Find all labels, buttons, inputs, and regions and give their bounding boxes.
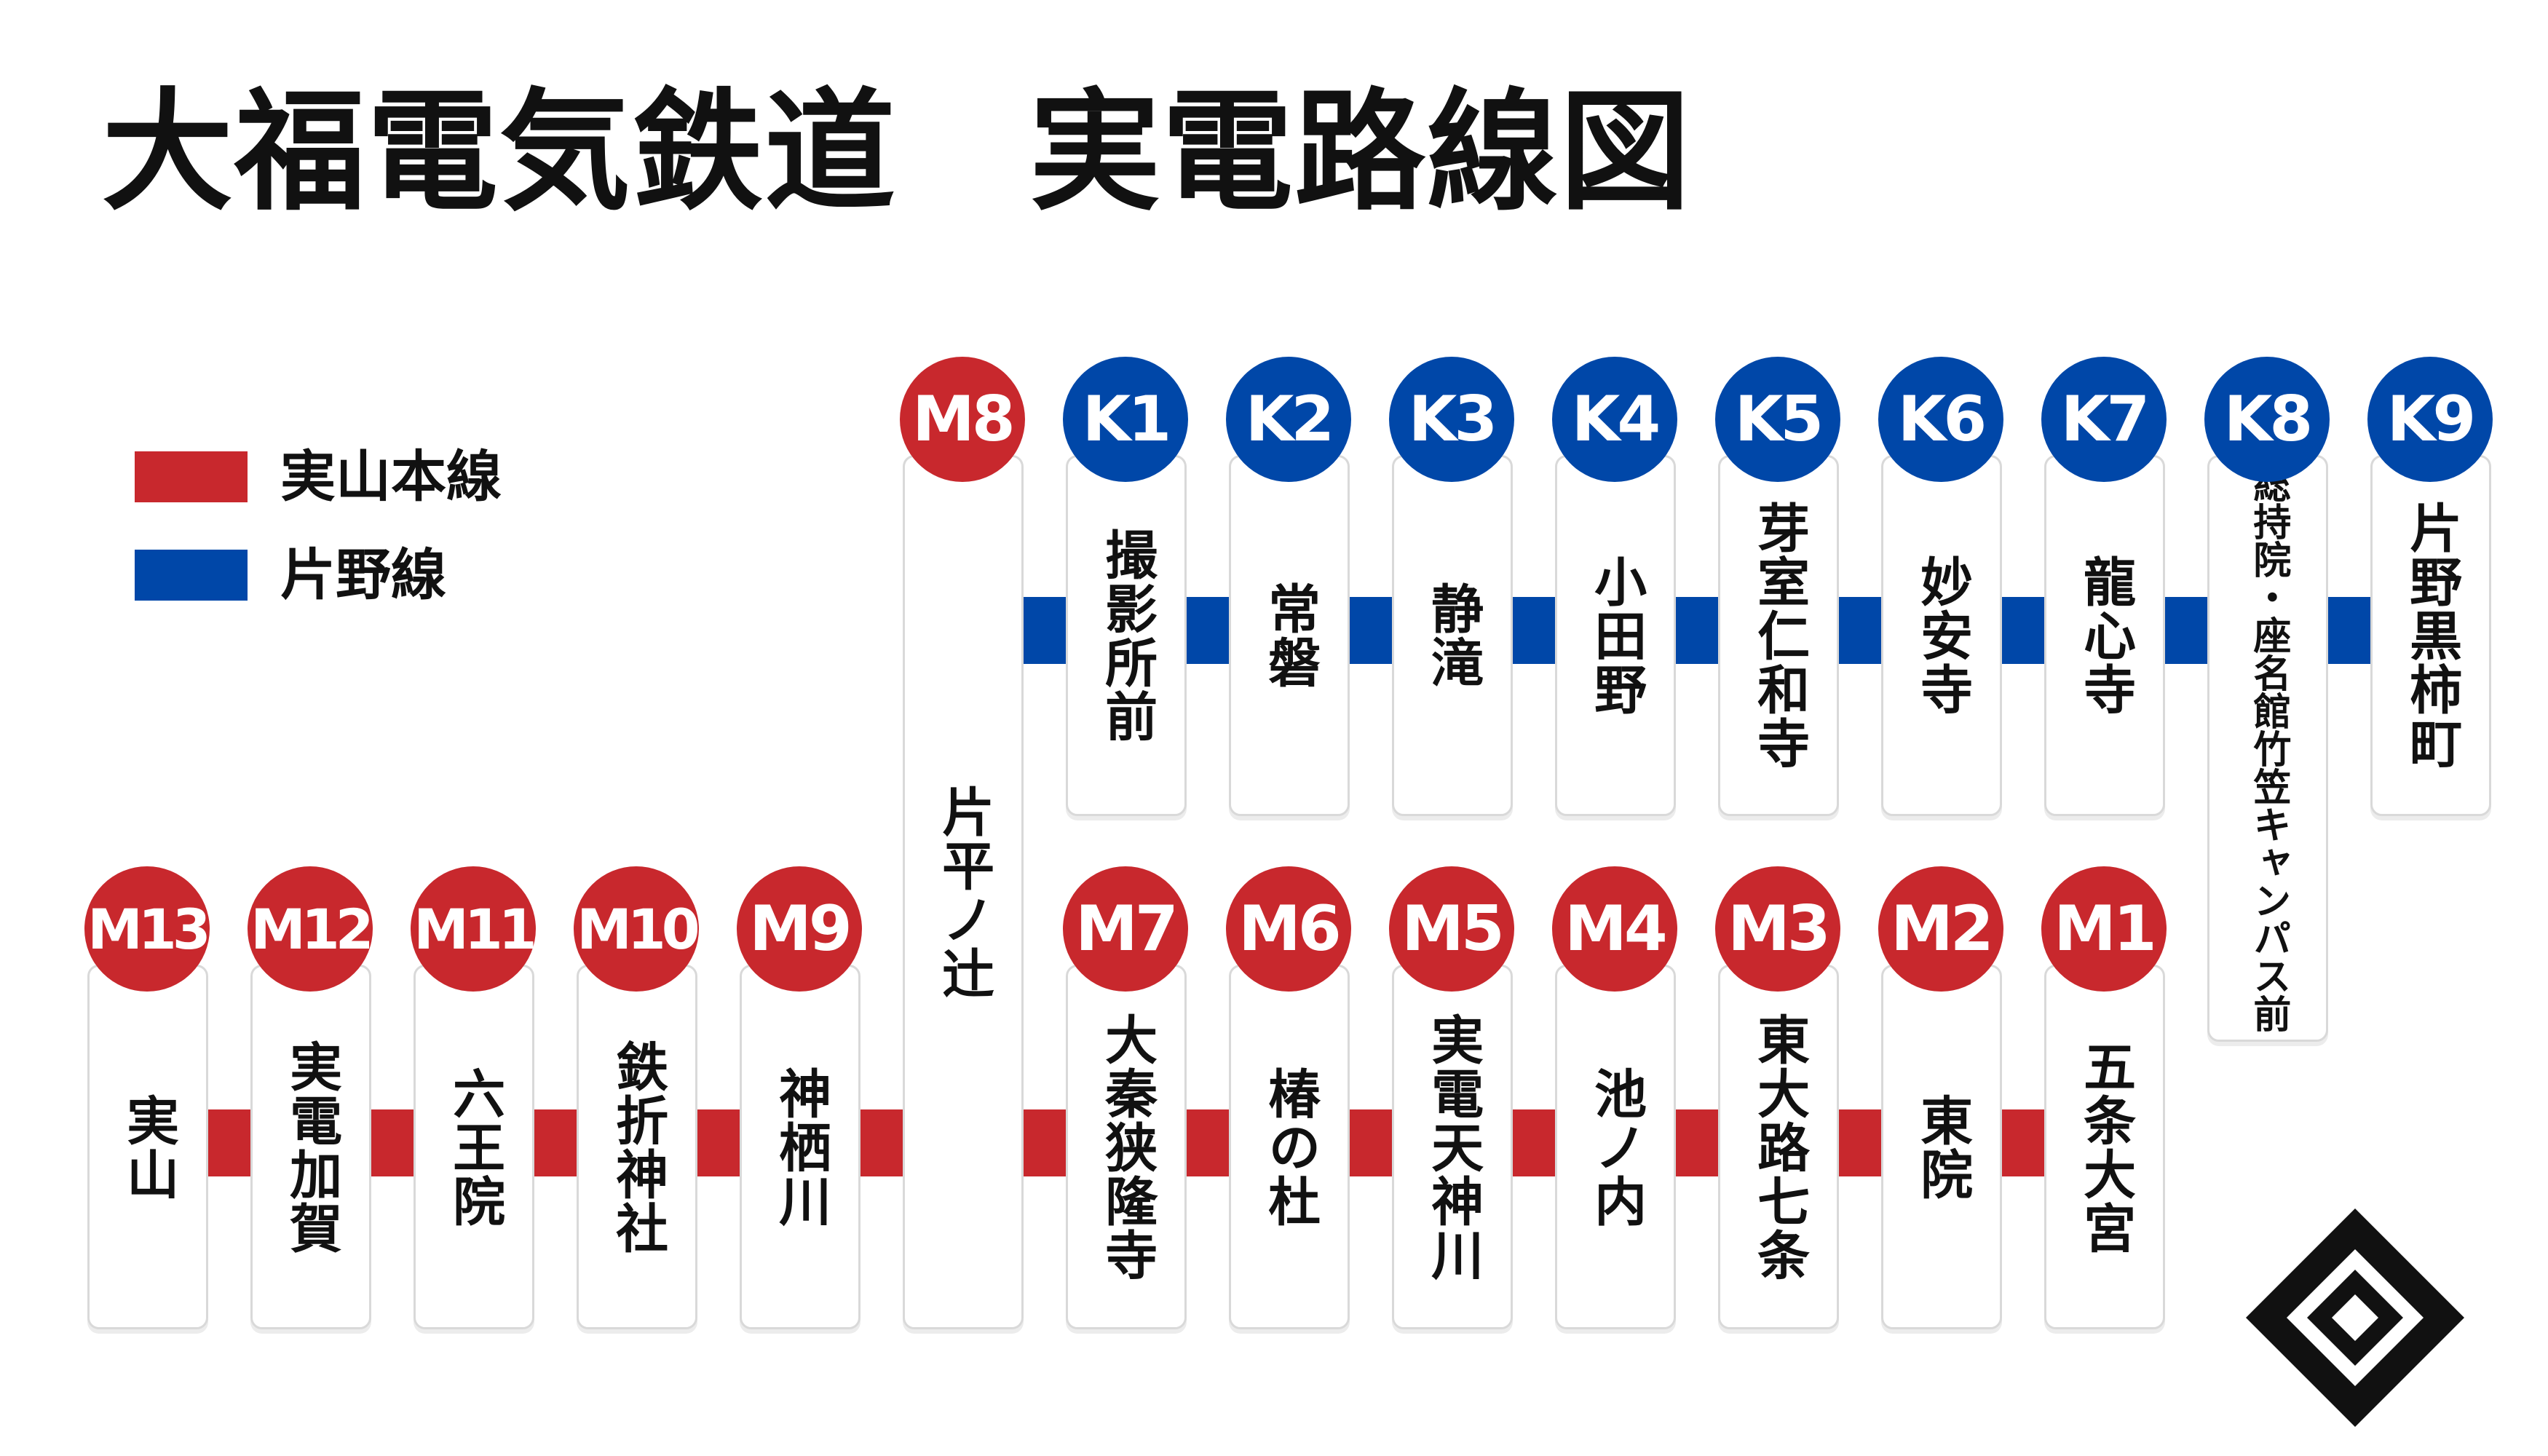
station-card: 大秦狭隆寺 <box>1066 965 1187 1329</box>
katano-line-track <box>961 597 2429 664</box>
station-card: 静滝 <box>1392 455 1513 816</box>
station-card: 椿の杜 <box>1229 965 1350 1329</box>
station-name: 鉄折神社 <box>606 1039 668 1255</box>
station-name: 常磐 <box>1259 582 1321 689</box>
station-number-badge: M8 <box>900 357 1025 482</box>
legend-swatch-red <box>135 451 248 502</box>
station-number-badge: M4 <box>1552 866 1677 992</box>
station-number-badge: M2 <box>1878 866 2003 992</box>
station-name: 実電天神川 <box>1422 1012 1484 1282</box>
station-card: 東院 <box>1881 965 2002 1329</box>
station-number-badge: M10 <box>574 866 700 992</box>
station-number-badge: M5 <box>1389 866 1514 992</box>
station-name: 東院 <box>1911 1093 1973 1201</box>
station-number-badge: M3 <box>1715 866 1840 992</box>
station-name: 総持院・座名館竹笠キャンパス前 <box>2246 464 2290 1032</box>
station-card: 撮影所前 <box>1066 455 1187 816</box>
station-number-badge: K7 <box>2041 357 2167 482</box>
station-card: 片野黒柿町 <box>2370 455 2491 816</box>
company-logo-icon <box>2246 1208 2464 1427</box>
station-number-badge: M9 <box>737 866 862 992</box>
station-card: 六王院 <box>414 965 534 1329</box>
legend-label: 実山本線 <box>280 444 502 509</box>
page-title: 大福電気鉄道 実電路線図 <box>102 76 1693 229</box>
station-card: 東大路七条 <box>1718 965 1839 1329</box>
station-number-badge: K9 <box>2367 357 2493 482</box>
station-card: 妙安寺 <box>1881 455 2002 816</box>
station-name: 片平ノ辻 <box>933 784 994 1000</box>
station-number-badge: K3 <box>1389 357 1514 482</box>
station-card: 片平ノ辻 <box>903 455 1024 1329</box>
station-number-badge: K1 <box>1063 357 1188 482</box>
station-card: 五条大宮 <box>2044 965 2165 1329</box>
station-card: 実電天神川 <box>1392 965 1513 1329</box>
station-card: 総持院・座名館竹笠キャンパス前 <box>2207 455 2328 1042</box>
station-number-badge: K5 <box>1715 357 1840 482</box>
station-number-badge: M12 <box>248 866 374 992</box>
station-number-badge: K2 <box>1226 357 1351 482</box>
station-card: 芽室仁和寺 <box>1718 455 1839 816</box>
legend-swatch-blue <box>135 550 248 601</box>
station-name: 椿の杜 <box>1259 1066 1321 1228</box>
station-name: 実電加賀 <box>280 1039 342 1255</box>
station-name: 大秦狭隆寺 <box>1096 1012 1158 1282</box>
station-card: 鉄折神社 <box>577 965 697 1329</box>
station-card: 常磐 <box>1229 455 1350 816</box>
station-name: 静滝 <box>1422 582 1484 689</box>
station-name: 妙安寺 <box>1911 555 1973 716</box>
station-name: 六王院 <box>443 1066 505 1228</box>
station-card: 池ノ内 <box>1555 965 1676 1329</box>
station-name: 東大路七条 <box>1748 1012 1810 1282</box>
station-number-badge: K6 <box>1878 357 2003 482</box>
station-name: 五条大宮 <box>2074 1039 2136 1255</box>
station-number-badge: M7 <box>1063 866 1188 992</box>
station-name: 片野黒柿町 <box>2400 501 2462 770</box>
station-name: 撮影所前 <box>1096 528 1158 743</box>
station-name: 芽室仁和寺 <box>1748 501 1810 770</box>
station-card: 実電加賀 <box>250 965 371 1329</box>
station-name: 実山 <box>117 1093 179 1201</box>
station-number-badge: M6 <box>1226 866 1351 992</box>
station-name: 小田野 <box>1585 555 1647 716</box>
station-name: 池ノ内 <box>1585 1066 1647 1228</box>
station-number-badge: M11 <box>411 866 537 992</box>
station-number-badge: M1 <box>2041 866 2167 992</box>
station-card: 小田野 <box>1555 455 1676 816</box>
station-name: 龍心寺 <box>2074 555 2136 716</box>
station-name: 神栖川 <box>769 1066 831 1228</box>
legend-label: 片野線 <box>280 542 446 607</box>
station-card: 神栖川 <box>740 965 860 1329</box>
station-number-badge: K4 <box>1552 357 1677 482</box>
station-number-badge: K8 <box>2204 357 2330 482</box>
station-card: 龍心寺 <box>2044 455 2165 816</box>
station-card: 実山 <box>87 965 208 1329</box>
station-number-badge: M13 <box>84 866 211 992</box>
